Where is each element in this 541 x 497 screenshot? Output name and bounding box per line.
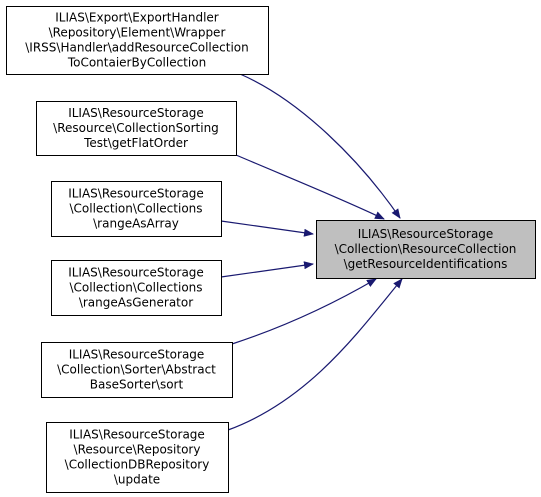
caller-node-3-label-line: \rangeAsArray	[93, 217, 179, 231]
caller-node-6-box	[46, 422, 229, 493]
target-node-label-line: \getResourceIdentifications	[344, 257, 508, 271]
caller-node-1-label-line: \Repository\Element\Wrapper	[49, 26, 226, 40]
caller-node-3-label-line: ILIAS\ResourceStorage	[68, 187, 204, 201]
target-node-box	[316, 220, 536, 279]
caller-node-6[interactable]: ILIAS\ResourceStorage\Resource\Repositor…	[46, 422, 229, 493]
edge-caller-3	[220, 220, 314, 237]
target-node[interactable]: ILIAS\ResourceStorage\Collection\Resourc…	[316, 220, 536, 279]
caller-node-1-label-line: ToContaierByCollection	[67, 56, 206, 70]
caller-node-5-label-line: \Collection\Sorter\Abstract	[57, 363, 216, 377]
caller-node-4[interactable]: ILIAS\ResourceStorage\Collection\Collect…	[51, 260, 222, 316]
caller-node-5[interactable]: ILIAS\ResourceStorage\Collection\Sorter\…	[41, 342, 233, 398]
caller-node-1-label-line: \IRSS\Handler\addResourceCollection	[25, 41, 248, 55]
caller-node-4-box	[51, 260, 222, 316]
edge-caller-6	[227, 278, 403, 431]
edge-caller-4	[220, 261, 314, 278]
target-node-label-line: ILIAS\ResourceStorage	[358, 227, 494, 241]
caller-node-6-label-line: ILIAS\ResourceStorage	[69, 428, 205, 442]
caller-node-1-label-line: ILIAS\Export\ExportHandler	[55, 11, 219, 25]
caller-node-2-label-line: \Resource\CollectionSorting	[53, 121, 219, 135]
caller-node-5-box	[41, 342, 233, 398]
caller-node-5-label-line: BaseSorter\sort	[90, 378, 184, 392]
caller-node-3[interactable]: ILIAS\ResourceStorage\Collection\Collect…	[51, 181, 222, 237]
caller-node-1[interactable]: ILIAS\Export\ExportHandler\Repository\El…	[6, 6, 269, 75]
caller-node-3-box	[51, 181, 222, 237]
edge-caller-2	[235, 154, 385, 220]
caller-node-1-box	[6, 6, 269, 75]
caller-node-2-label-line: ILIAS\ResourceStorage	[68, 106, 204, 120]
caller-node-4-label-line: \rangeAsGenerator	[79, 296, 193, 310]
nodes-layer: ILIAS\ResourceStorage\Collection\Resourc…	[6, 6, 536, 493]
edge-caller-1	[239, 73, 401, 219]
caller-node-6-label-line: \CollectionDBRepository	[65, 458, 210, 472]
caller-node-4-label-line: \Collection\Collections	[69, 281, 202, 295]
caller-node-3-label-line: \Collection\Collections	[69, 202, 202, 216]
target-node-label-line: \Collection\ResourceCollection	[335, 242, 517, 256]
edge-caller-5	[231, 278, 377, 345]
edges-layer	[220, 73, 403, 431]
caller-node-2-label-line: Test\getFlatOrder	[83, 136, 188, 150]
caller-node-5-label-line: ILIAS\ResourceStorage	[69, 348, 205, 362]
caller-node-2-box	[36, 101, 237, 156]
caller-node-2[interactable]: ILIAS\ResourceStorage\Resource\Collectio…	[36, 101, 237, 156]
caller-node-6-label-line: \update	[114, 473, 160, 487]
caller-node-6-label-line: \Resource\Repository	[74, 443, 201, 457]
caller-node-4-label-line: ILIAS\ResourceStorage	[68, 266, 204, 280]
